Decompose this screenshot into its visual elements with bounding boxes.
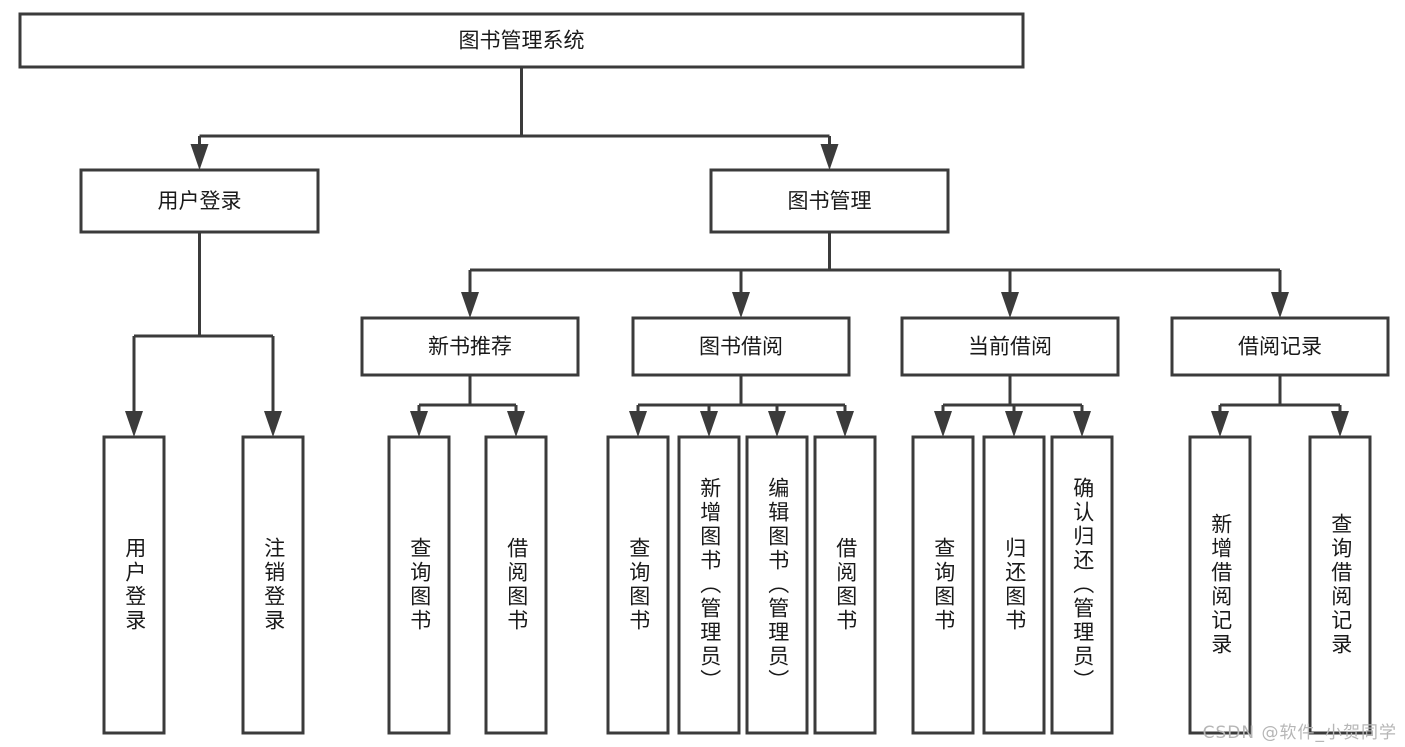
leaf-node-box[interactable]	[745, 435, 809, 735]
arrow-head-icon	[820, 144, 839, 170]
level2-node-box[interactable]	[79, 168, 320, 234]
leaf-node-box[interactable]	[911, 435, 975, 735]
level3-node-label: 新书推荐	[428, 335, 512, 359]
leaf-node-box[interactable]	[484, 435, 548, 735]
leaf-node-box[interactable]	[241, 435, 305, 735]
node-box-layer	[18, 12, 1390, 735]
arrow-head-icon	[1073, 411, 1091, 437]
level3-node-box[interactable]	[360, 316, 580, 377]
arrow-head-icon	[934, 411, 952, 437]
leaf-node-box[interactable]	[1308, 435, 1372, 735]
connector-layer	[125, 67, 1349, 437]
leaf-node-box[interactable]	[813, 435, 877, 735]
arrow-head-icon	[732, 292, 750, 318]
arrow-head-icon	[836, 411, 854, 437]
arrow-head-icon	[410, 411, 428, 437]
level3-node-box[interactable]	[631, 316, 851, 377]
level3-node-box[interactable]	[900, 316, 1120, 377]
arrow-head-icon	[125, 411, 143, 437]
leaf-node-box[interactable]	[102, 435, 166, 735]
arrow-head-icon	[1211, 411, 1229, 437]
arrow-head-icon	[461, 292, 479, 318]
level3-node-label: 借阅记录	[1238, 335, 1322, 359]
arrow-head-icon	[1001, 292, 1019, 318]
level2-node-label: 图书管理	[788, 189, 872, 213]
leaf-node-box[interactable]	[1188, 435, 1252, 735]
leaf-node-box[interactable]	[387, 435, 451, 735]
level2-node-box[interactable]	[709, 168, 950, 234]
arrow-head-icon	[768, 411, 786, 437]
level3-node-label: 图书借阅	[699, 335, 783, 359]
root-node-box[interactable]	[18, 12, 1025, 69]
root-node-label: 图书管理系统	[459, 29, 585, 53]
arrow-head-icon	[190, 144, 209, 170]
leaf-node-box[interactable]	[606, 435, 670, 735]
level3-node-label: 当前借阅	[968, 335, 1052, 359]
leaf-node-box[interactable]	[677, 435, 741, 735]
arrow-head-icon	[700, 411, 718, 437]
leaf-node-box[interactable]	[982, 435, 1046, 735]
arrow-head-icon	[1331, 411, 1349, 437]
arrow-head-icon	[1271, 292, 1289, 318]
arrow-head-icon	[507, 411, 525, 437]
watermark-text: CSDN @软件_小贺同学	[1202, 723, 1397, 743]
level2-node-label: 用户登录	[158, 189, 242, 213]
arrow-head-icon	[1005, 411, 1023, 437]
arrow-head-icon	[264, 411, 282, 437]
arrow-head-icon	[629, 411, 647, 437]
level3-node-box[interactable]	[1170, 316, 1390, 377]
leaf-node-box[interactable]	[1050, 435, 1114, 735]
